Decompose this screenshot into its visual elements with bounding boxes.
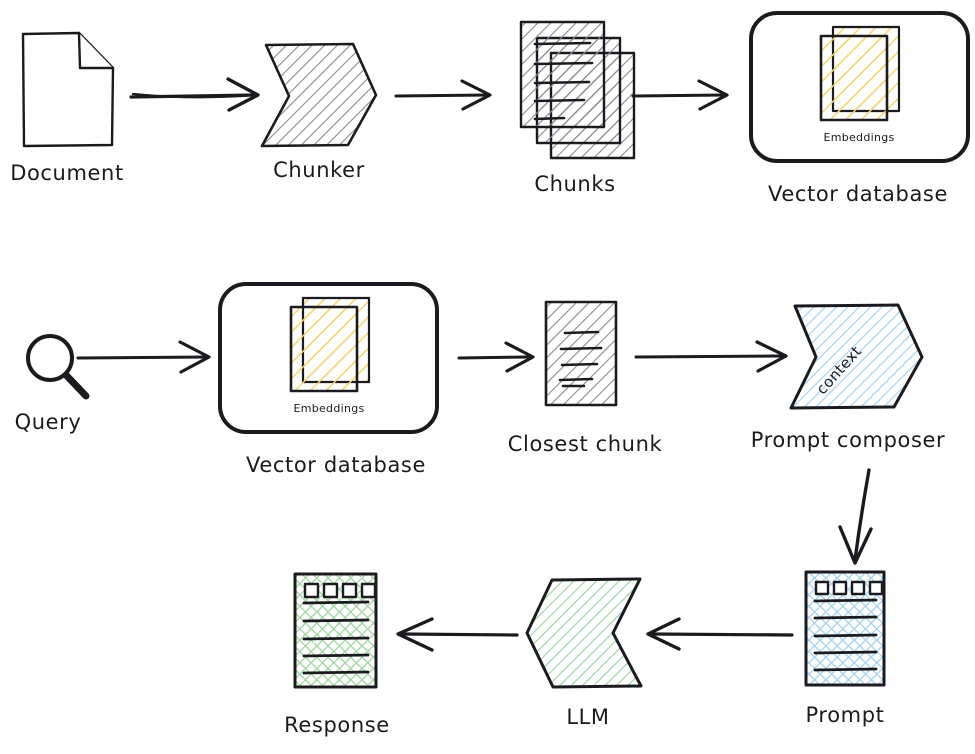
vector-database-container-bottom [218,282,439,434]
label-embeddings-top: Embeddings [823,131,895,144]
arrow-document-to-chunker [129,77,260,112]
document-page-icon [21,31,115,148]
arrow-chunker-to-chunks [394,79,492,111]
llm-chevron-shape [525,577,643,689]
label-chunker: Chunker [273,158,365,182]
label-vector-database-top: Vector database [768,182,948,206]
prompt-document-icon [804,570,886,687]
closest-chunk-page-icon [544,300,618,407]
label-prompt: Prompt [805,703,885,727]
chunker-chevron-shape [260,42,378,148]
arrow-llm-to-response [396,617,519,652]
arrow-chunks-to-vector-db [631,79,729,111]
label-chunks: Chunks [534,172,616,196]
label-query: Query [14,410,82,434]
arrow-query-to-vector-db [76,340,211,374]
arrow-vector-db-to-closest-chunk [457,341,535,373]
label-embeddings-bottom: Embeddings [293,402,365,415]
label-closest-chunk: Closest chunk [507,432,663,456]
label-document: Document [10,161,124,185]
arrow-prompt-composer-to-prompt [838,468,873,565]
label-response: Response [284,713,390,737]
response-document-icon [293,572,378,689]
arrow-closest-chunk-to-prompt-composer [634,340,788,373]
magnifier-icon [26,334,90,400]
arrow-prompt-to-llm [646,617,794,651]
label-vector-database-bottom: Vector database [246,453,426,477]
vector-database-container-top [749,11,970,163]
label-llm: LLM [566,705,610,729]
prompt-composer-chevron-shape [789,303,924,410]
label-prompt-composer: Prompt composer [750,428,946,452]
stacked-pages-icon [519,20,636,160]
